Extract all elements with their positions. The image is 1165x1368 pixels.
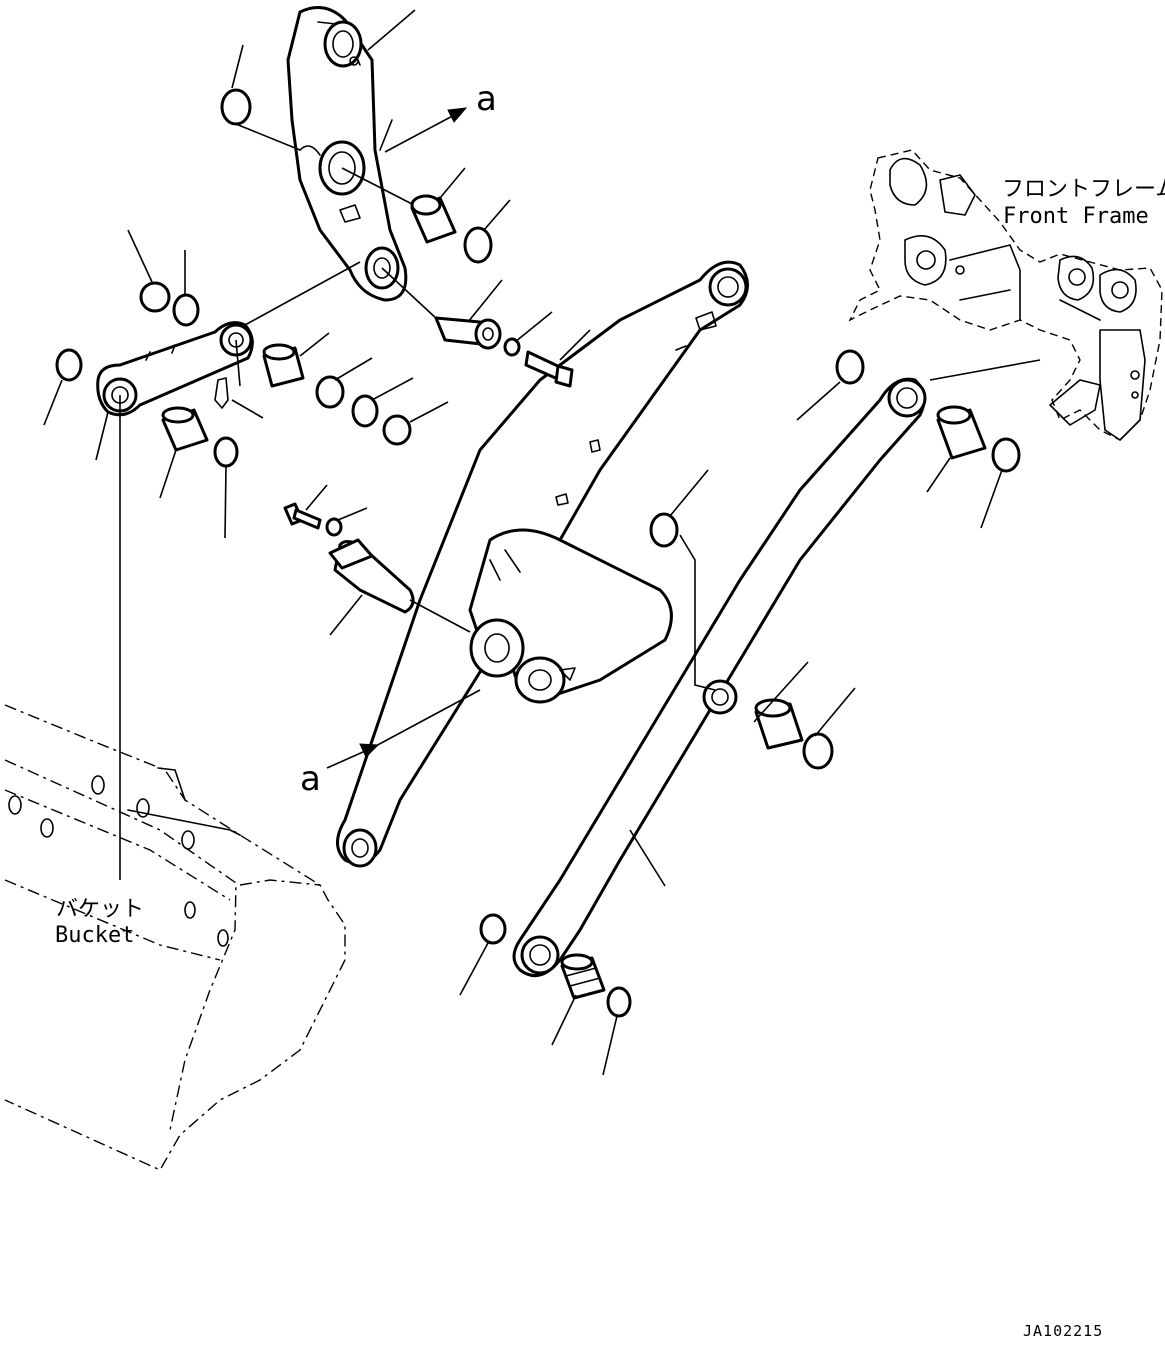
- bushing-3: [161, 406, 209, 452]
- seal-ring-5: [315, 375, 345, 409]
- view-arrow-top: [384, 107, 468, 153]
- seal-ring-3: [172, 293, 200, 327]
- seal-ring-7: [213, 436, 239, 468]
- main-pin: [328, 538, 415, 614]
- bushing-2: [262, 343, 305, 388]
- view-marker-top: a: [476, 79, 497, 119]
- seal-ring-4: [55, 348, 83, 382]
- cap-2: [382, 414, 412, 446]
- bucket-outline: [4, 704, 346, 1171]
- bucket-label-en: Bucket: [55, 923, 134, 948]
- drawing-code: JA102215: [1023, 1322, 1103, 1340]
- bucket-label-jp: バケット: [56, 897, 144, 922]
- bellcrank-lever: [286, 6, 408, 302]
- bolt-2: [283, 502, 322, 530]
- front-frame-outline: [848, 149, 1163, 441]
- seal-ring-10: [649, 512, 679, 548]
- assembly-lines: [119, 123, 1041, 880]
- seal-ring-8: [835, 349, 865, 385]
- bushing-1: [410, 194, 457, 244]
- lift-arm-right: [512, 377, 927, 978]
- bushing-5: [754, 698, 804, 750]
- pin-1: [434, 316, 502, 350]
- seal-ring-1: [220, 88, 252, 126]
- seal-ring-12: [479, 913, 507, 945]
- seal-ring-9: [991, 437, 1021, 473]
- bushing-6: [560, 953, 606, 1000]
- cap-1: [139, 281, 171, 313]
- seal-ring-2: [463, 226, 493, 264]
- view-arrow-bottom: [326, 689, 481, 769]
- washer-1: [503, 337, 521, 357]
- seal-ring-6: [351, 394, 379, 428]
- seal-ring-11: [802, 732, 834, 770]
- bucket-link: [96, 321, 254, 417]
- callout-leaders: [43, 9, 1003, 1076]
- bushing-4: [936, 405, 987, 460]
- front-frame-label-jp: フロントフレーム: [1002, 177, 1165, 202]
- bolt-1: [524, 350, 574, 388]
- front-frame-label-en: Front Frame: [1003, 204, 1149, 229]
- washer-2: [325, 517, 343, 537]
- cross-tube: [468, 528, 673, 704]
- view-marker-bottom: a: [300, 759, 321, 799]
- seal-ring-13: [606, 986, 632, 1018]
